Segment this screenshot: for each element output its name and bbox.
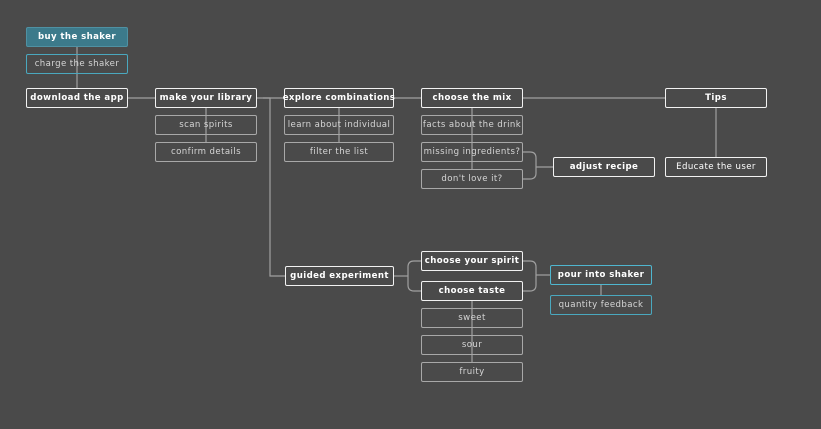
choose-the-mix-node: choose the mix (421, 88, 523, 108)
choose-your-spirit-node: choose your spirit (421, 251, 523, 271)
buy-the-shaker-node: buy the shaker (26, 27, 128, 47)
facts-about-the-drink-node: facts about the drink (421, 115, 523, 135)
choose-taste-node: choose taste (421, 281, 523, 301)
make-your-library-node: make your library (155, 88, 257, 108)
pour-into-shaker-node: pour into shaker (550, 265, 652, 285)
quantity-feedback-node: quantity feedback (550, 295, 652, 315)
charge-the-shaker-node: charge the shaker (26, 54, 128, 74)
explore-combinations-node: explore combinations (283, 88, 395, 108)
sour-node: sour (421, 335, 523, 355)
learn-about-individual-node: learn about individual (284, 115, 394, 135)
tips-node: Tips (665, 88, 767, 108)
educate-the-user-node: Educate the user (665, 157, 767, 177)
dont-love-it-node: don't love it? (421, 169, 523, 189)
scan-spirits-node: scan spirits (155, 115, 257, 135)
guided-experiment-node: guided experiment (285, 266, 394, 286)
filter-the-list-node: filter the list (284, 142, 394, 162)
fruity-node: fruity (421, 362, 523, 382)
sweet-node: sweet (421, 308, 523, 328)
confirm-details-node: confirm details (155, 142, 257, 162)
missing-ingredients-node: missing ingredients? (421, 142, 523, 162)
download-the-app-node: download the app (26, 88, 128, 108)
adjust-recipe-node: adjust recipe (553, 157, 655, 177)
